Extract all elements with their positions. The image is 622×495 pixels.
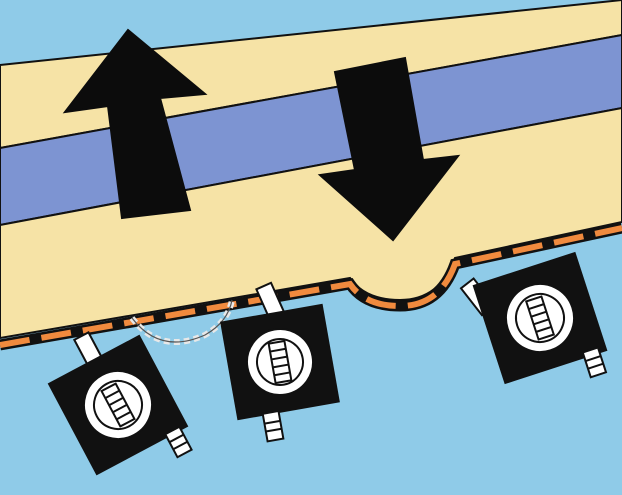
- device-left: [47, 331, 193, 476]
- hull-edge-hatch: [0, 225, 622, 348]
- device-middle-connector: [261, 409, 285, 443]
- device-right: [459, 251, 608, 385]
- device-middle: [220, 281, 340, 443]
- down-arrow-icon: [317, 56, 461, 242]
- device-right-connector: [581, 346, 608, 379]
- device-left-connector: [163, 425, 193, 459]
- up-down-arrow-icon: [62, 28, 208, 220]
